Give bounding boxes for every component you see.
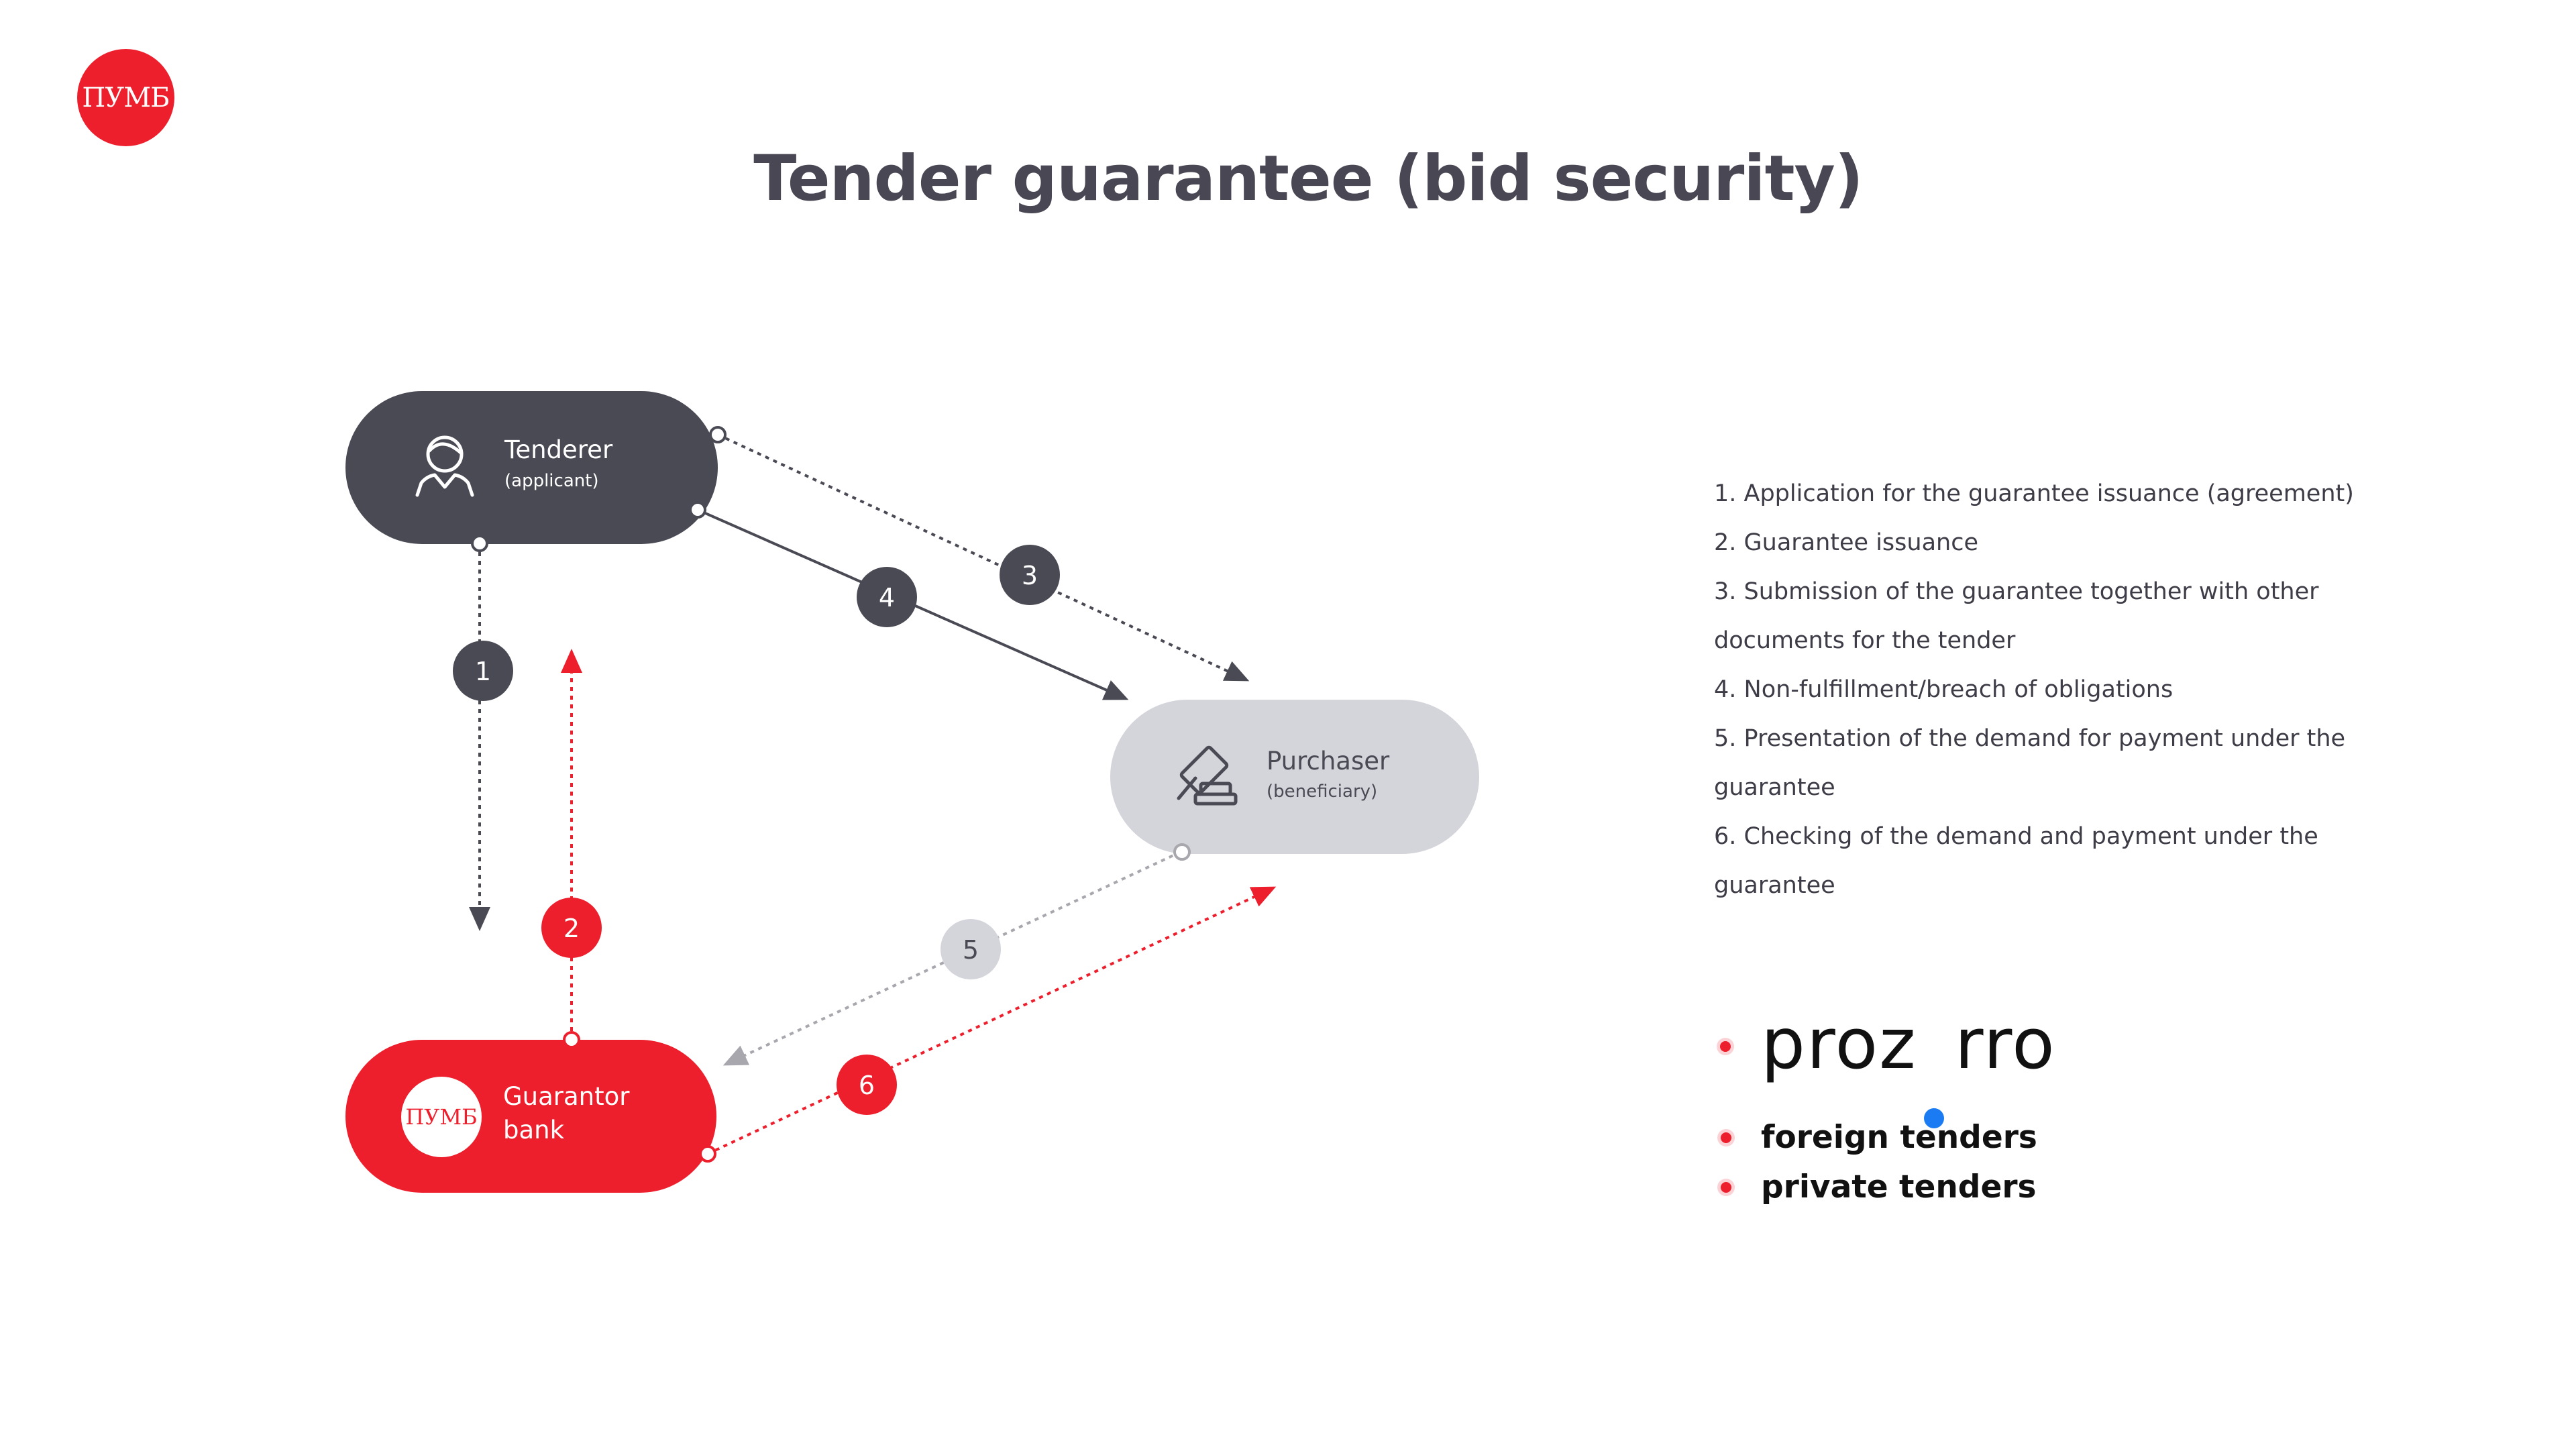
step-badge-4: 4 [857, 567, 917, 627]
step-badge-6: 6 [837, 1055, 897, 1115]
prozorro-part1: proz [1761, 1003, 1917, 1085]
legend-item: 4. Non-fulfillment/breach of obligations [1714, 676, 2174, 703]
step-badge-3: 3 [1000, 545, 1060, 605]
connector-dot [699, 1145, 716, 1163]
page-title: Tender guarantee (bid security) [753, 142, 1864, 215]
connector-dot [689, 501, 706, 519]
step-badge-1: 1 [453, 641, 513, 701]
steps-legend: 1. Application for the guarantee issuanc… [1714, 470, 2385, 910]
step-badge-4-label: 4 [879, 583, 895, 612]
step-badge-5: 5 [941, 919, 1001, 979]
tenderer-node: Tenderer (applicant) [345, 391, 718, 544]
purchaser-node: Purchaser (beneficiary) [1110, 700, 1479, 854]
legend-item: 5. Presentation of the demand for paymen… [1714, 725, 2346, 752]
guarantor-title-line2: bank [503, 1116, 565, 1144]
tenderer-subtitle: (applicant) [504, 471, 599, 491]
legend-item: 6. Checking of the demand and payment un… [1714, 823, 2318, 850]
step-badge-1-label: 1 [475, 657, 491, 686]
person-icon [415, 435, 474, 497]
step-badge-3-label: 3 [1022, 561, 1038, 590]
tender-type-label: foreign tenders [1761, 1119, 2037, 1156]
pumb-logo-text: ПУМБ [82, 82, 170, 113]
connector-dot [563, 1031, 580, 1049]
bullet-dot [1720, 1041, 1731, 1052]
legend-item: documents for the tender [1714, 627, 2016, 654]
legend-item: guarantee [1714, 872, 1835, 899]
pumb-logo: ПУМБ [77, 49, 174, 146]
step-badge-2-label: 2 [564, 914, 580, 943]
legend-item: 1. Application for the guarantee issuanc… [1714, 480, 2354, 507]
tender-type-label: private tenders [1761, 1169, 2037, 1205]
tenderer-title: Tenderer [504, 435, 613, 464]
guarantor-title-line1: Guarantor [503, 1082, 630, 1111]
step-badge-2: 2 [541, 898, 602, 958]
legend-item: 3. Submission of the guarantee together … [1714, 578, 2319, 605]
legend-item: 2. Guarantee issuance [1714, 529, 1978, 556]
purchaser-subtitle: (beneficiary) [1267, 782, 1377, 802]
connector-dot [471, 535, 488, 552]
connector-dot [1173, 843, 1191, 861]
connector-dot [709, 426, 727, 443]
legend-item: guarantee [1714, 774, 1835, 801]
connection-dots [471, 426, 1191, 1163]
step-badge-6-label: 6 [859, 1071, 875, 1100]
bullet-dot [1721, 1132, 1731, 1143]
step-badge-5-label: 5 [963, 935, 979, 965]
prozorro-part2: rro [1954, 1003, 2056, 1085]
gavel-icon [1177, 745, 1238, 806]
purchaser-title: Purchaser [1267, 747, 1390, 775]
guarantor-node: ПУМБ Guarantor bank [345, 1040, 716, 1193]
blue-dot-icon [1923, 1108, 1944, 1128]
pumb-logo-icon: ПУМБ [401, 1077, 482, 1157]
arrow-3 [717, 433, 1250, 682]
guarantor-logo-text: ПУМБ [405, 1104, 477, 1130]
bullet-dot [1721, 1182, 1731, 1193]
